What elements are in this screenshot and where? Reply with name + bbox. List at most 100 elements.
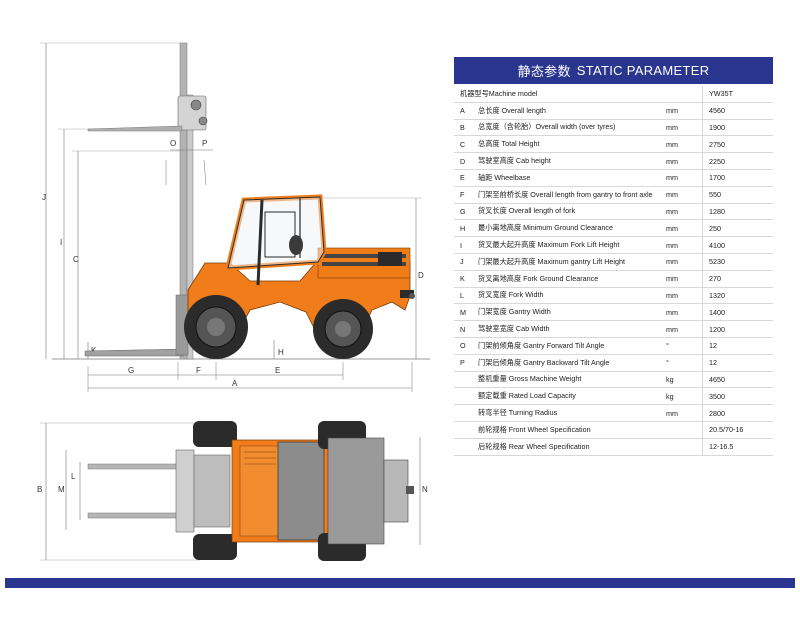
top-view: B M L N [37,421,428,561]
dim-label-h: H [278,348,284,357]
param-unit: mm [664,253,703,271]
param-letter: F [454,186,476,204]
param-unit: mm [664,219,703,238]
param-name: 整机重量 Gross Machine Weight [476,371,664,389]
param-unit: mm [664,102,703,120]
param-name: 驾驶室宽度 Cab Width [476,320,664,338]
param-name: 门架后倾角度 Gantry Backward Tilt Angle [476,354,664,372]
param-letter: D [454,152,476,170]
param-letter: E [454,169,476,187]
param-value: 20.5/70-16 [702,421,773,439]
param-unit: mm [664,303,703,322]
param-unit: mm [664,270,703,288]
header-title-cn: 静态参数 [517,64,571,79]
param-letter: J [454,253,476,271]
param-name: 门架最大起升高度 Maximum gantry Lift Height [476,253,664,271]
param-unit [664,421,703,439]
dim-label-p: P [202,139,207,148]
param-name: 驾驶室高度 Cab height [476,152,664,170]
machine-model-value: YW35T [702,86,773,103]
param-value: 2750 [702,135,773,154]
dim-label-g: G [128,366,134,375]
dim-label-c: C [73,255,79,264]
param-value: 12 [702,354,773,372]
param-letter [454,371,476,389]
param-letter: K [454,270,476,288]
param-name: 转弯半径 Turning Radius [476,404,664,422]
param-unit: kg [664,371,703,389]
footer-bar [5,578,795,588]
param-value: 12-16.5 [702,438,773,456]
param-name: 货叉宽度 Fork Width [476,287,664,305]
param-value: 4560 [702,102,773,120]
header-title-en: STATIC PARAMETER [576,63,710,78]
parameter-header: 静态参数 STATIC PARAMETER [454,57,773,84]
param-name: 总高度 Total Height [476,135,664,154]
param-unit: mm [664,287,703,305]
param-name: 总宽度（含轮胎）Overall width (over tyres) [476,119,664,137]
param-unit: kg [664,387,703,406]
param-value: 4100 [702,236,773,254]
dim-label-m: M [58,485,65,494]
param-value: 550 [702,186,773,204]
param-unit: mm [664,119,703,137]
dim-label-b: B [37,485,42,494]
param-unit: ° [664,337,703,355]
param-letter: M [454,303,476,322]
param-name: 额定载重 Rated Load Capacity [476,387,664,406]
param-name: 前轮规格 Front Wheel Specification [476,421,664,439]
param-unit: ° [664,354,703,372]
param-name: 货叉长度 Overall length of fork [476,203,664,221]
param-value: 4650 [702,371,773,389]
cab-roof [277,441,325,541]
param-value: 1900 [702,119,773,137]
dim-label-k: K [91,346,97,355]
front-right-wheel-top [193,534,237,560]
param-unit: mm [664,152,703,170]
param-letter: N [454,320,476,338]
param-unit: mm [664,203,703,221]
param-letter: O [454,337,476,355]
param-name: 门架宽度 Gantry Width [476,303,664,322]
param-letter: I [454,236,476,254]
param-letter: G [454,203,476,221]
mast-inner [186,94,194,360]
param-unit: mm [664,135,703,154]
param-unit: mm [664,236,703,254]
param-name: 货叉离地高度 Fork Ground Clearance [476,270,664,288]
param-unit: mm [664,320,703,338]
dim-label-l: L [71,472,76,481]
param-name: 最小离地高度 Minimum Ground Clearance [476,219,664,238]
param-letter: B [454,119,476,137]
param-unit [664,438,703,456]
param-value: 1320 [702,287,773,305]
param-name: 门架前倾角度 Gantry Forward Tilt Angle [476,337,664,355]
dim-label-j: J [42,193,46,202]
dim-label-e: E [275,366,280,375]
param-value: 1400 [702,303,773,322]
param-name: 后轮规格 Rear Wheel Specification [476,438,664,456]
param-letter: L [454,287,476,305]
param-value: 1280 [702,203,773,221]
dim-label-d: D [418,271,424,280]
param-unit: mm [664,169,703,187]
param-unit: mm [664,186,703,204]
param-value: 2250 [702,152,773,170]
